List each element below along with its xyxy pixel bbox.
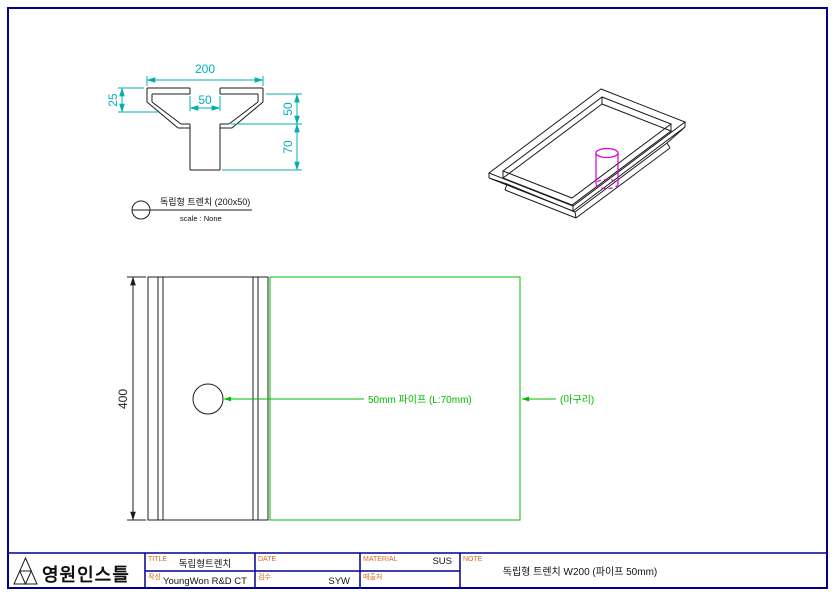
- note-label: NOTE: [463, 556, 483, 563]
- dim-text-50-slot: 50: [198, 93, 212, 107]
- checker-label: 검수: [258, 573, 271, 581]
- note-value: 독립형 트렌치 W200 (파이프 50mm): [503, 565, 657, 578]
- dim-text-200: 200: [195, 62, 215, 76]
- material-value: SUS: [432, 556, 452, 567]
- sheet-border: [7, 7, 828, 589]
- dim-text-50-depth: 50: [281, 102, 295, 116]
- plan-pipe-circle: [192, 383, 224, 415]
- checker-value: SYW: [328, 576, 350, 587]
- plan-view: 400 50mm 파이프 (L:70mm) (마구리): [116, 276, 594, 521]
- title-label: TITLE: [148, 556, 167, 563]
- isometric-view: [487, 88, 687, 219]
- company-logo-text: 영원인스틀: [42, 565, 130, 585]
- iso-tray-geometry: [487, 88, 687, 219]
- dim-text-400: 400: [116, 389, 130, 409]
- iso-pipe-cylinder: [595, 147, 619, 190]
- material-label: MATERIAL: [363, 556, 398, 563]
- section-label: 독립형 트렌치 (200x50): [160, 196, 250, 207]
- pipe-callout: 50mm 파이프 (L:70mm): [368, 394, 472, 406]
- plan-fold-lines: [157, 277, 259, 520]
- section-scale: scale : None: [180, 214, 222, 223]
- company-logo-icon: [13, 556, 38, 586]
- author-value: YoungWon R&D CT: [163, 576, 247, 587]
- dim-text-70: 70: [281, 140, 295, 154]
- title-block: 영원인스틀 TITLE DATE MATERIAL NOTE 작성 검수 매출처…: [8, 552, 827, 588]
- plan-extension-lines: [127, 276, 146, 521]
- title-value: 독립형트렌치: [179, 558, 231, 570]
- customer-label: 매출처: [363, 572, 382, 581]
- cross-section-profile: [146, 87, 264, 171]
- extension-lines: [118, 76, 302, 171]
- title-block-lines: [8, 552, 827, 588]
- cross-section-view: 200 50 25 50 70 독립형 트렌치 (200x50) scale :…: [106, 62, 302, 223]
- author-label: 작성: [148, 572, 161, 581]
- dim-text-25: 25: [106, 93, 120, 107]
- endcap-callout: (마구리): [560, 394, 594, 406]
- date-label: DATE: [258, 556, 276, 563]
